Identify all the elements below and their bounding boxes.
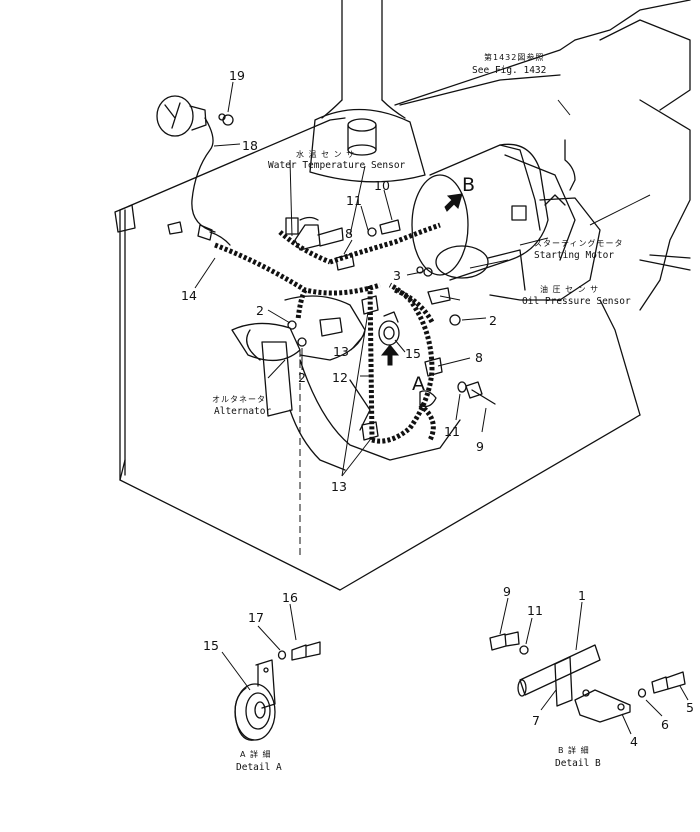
filler-pipe: [309, 0, 426, 183]
callout-11-upper: 11: [346, 193, 362, 208]
alternator-unit: [231, 295, 461, 471]
callout-9-detail: 9: [503, 584, 511, 599]
callout-10: 10: [374, 178, 390, 193]
callout-2-left: 2: [256, 303, 264, 318]
horn-on-engine: [378, 311, 400, 346]
detail-a-label: Detail A: [236, 762, 282, 773]
detail-b-drawing: [489, 631, 686, 723]
callout-15-engine: 15: [405, 346, 421, 361]
callout-7: 7: [532, 713, 540, 728]
starting-motor-label: Starting Motor: [534, 250, 614, 261]
view-arrows: [380, 193, 463, 366]
callout-2-right: 2: [489, 313, 497, 328]
view-b-letter: B: [462, 174, 475, 196]
starting-motor: [411, 139, 601, 301]
callout-18: 18: [242, 138, 258, 153]
water-temp-label: Water Temperature Sensor: [268, 160, 406, 171]
horn-wire: [167, 117, 231, 246]
callout-8-upper: 8: [345, 226, 353, 241]
callout-19: 19: [229, 68, 245, 83]
starting-motor-jp-label: スターティングモータ: [534, 238, 624, 248]
callout-12: 12: [332, 370, 348, 385]
callout-2-lower: 2: [298, 370, 306, 385]
callout-16: 16: [282, 590, 298, 605]
callout-15-detail: 15: [203, 638, 219, 653]
oil-pressure-jp-label: 油 圧 セ ン サ: [540, 284, 599, 294]
water-temp-jp-label: 水 温 セ ン サ: [296, 149, 355, 159]
callout-13-lower: 13: [331, 479, 347, 494]
callout-11-detail: 11: [527, 603, 543, 618]
callout-6: 6: [661, 717, 669, 732]
callout-4: 4: [630, 734, 638, 749]
see-fig-label: See Fig. 1432: [472, 65, 546, 76]
alternator-jp-label: オルタネータ: [212, 395, 266, 404]
callout-5: 5: [686, 700, 694, 715]
callout-8-lower: 8: [475, 350, 483, 365]
oil-pressure-label: Oil Pressure Sensor: [522, 296, 631, 307]
detail-a-drawing: [234, 641, 321, 741]
callout-17: 17: [248, 610, 264, 625]
callout-14: 14: [181, 288, 197, 303]
leader-lines: [194, 81, 689, 735]
callout-11-lower: 11: [444, 424, 460, 439]
engine-block: [114, 0, 691, 591]
callout-9-engine: 9: [476, 439, 484, 454]
small-horn: [156, 95, 234, 137]
wiring-harness: [214, 222, 441, 444]
detail-a-jp-label: A 詳 細: [240, 749, 272, 759]
detail-b-label: Detail B: [555, 758, 601, 769]
view-a-letter: A: [412, 373, 425, 395]
callout-13-upper: 13: [333, 344, 349, 359]
fasteners: [287, 219, 496, 441]
callout-1: 1: [578, 588, 586, 603]
callout-3: 3: [393, 268, 401, 283]
alternator-label: Alternator: [214, 406, 271, 417]
detail-b-jp-label: B 詳 細: [558, 745, 590, 755]
see-fig-jp-label: 第1432図参照: [484, 52, 544, 62]
